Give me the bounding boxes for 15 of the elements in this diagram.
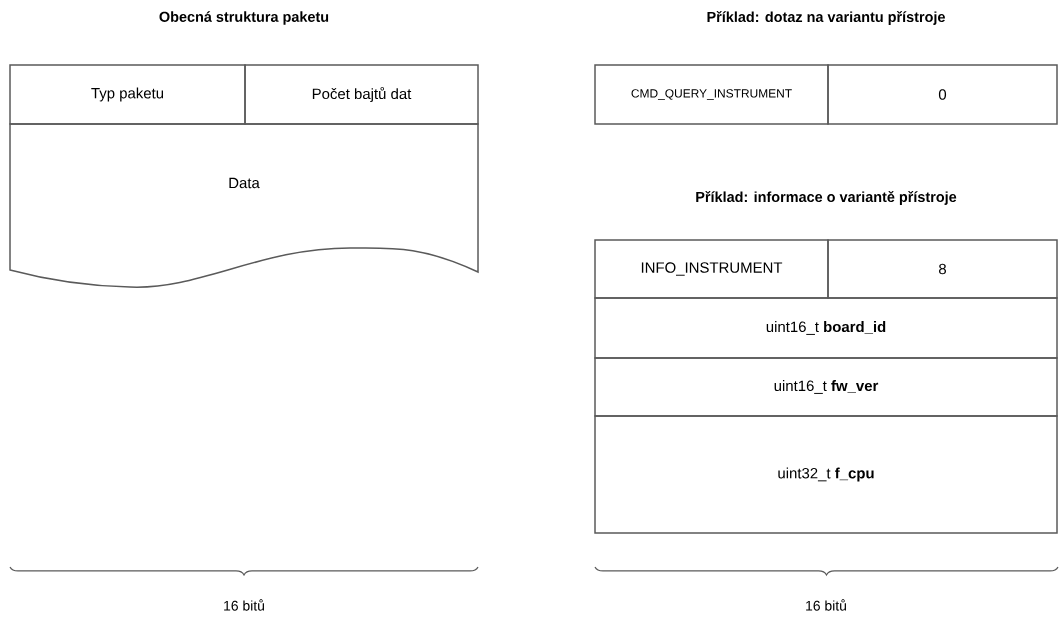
brace-label: 16 bitů — [224, 599, 264, 611]
heading: Příklad: informace o variantě přístroje — [696, 191, 957, 205]
field-cell: 0 — [827, 64, 1058, 125]
heading: Obecná struktura paketu — [159, 11, 329, 25]
data-block: Data — [9, 123, 479, 288]
field-cell: uint32_t f_cpu — [594, 415, 1058, 534]
field-cell: Počet bajtů dat — [244, 64, 479, 125]
field-cell: CMD_QUERY_INSTRUMENT — [594, 64, 829, 125]
brace-label: 16 bitů — [806, 599, 846, 611]
heading: Příklad: dotaz na variantu přístroje — [707, 11, 945, 25]
field-cell: INFO_INSTRUMENT — [594, 239, 829, 299]
field-cell: uint16_t board_id — [594, 297, 1058, 359]
field-cell: uint16_t fw_ver — [594, 357, 1058, 417]
field-cell: 8 — [827, 239, 1058, 299]
field-cell: Typ paketu — [9, 64, 246, 125]
